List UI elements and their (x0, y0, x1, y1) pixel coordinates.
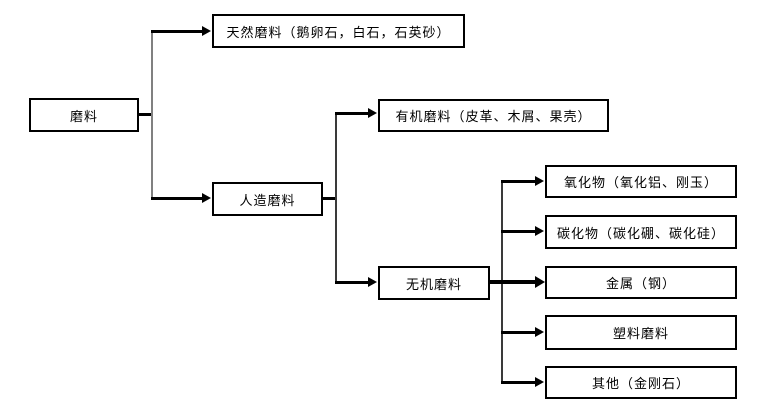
node-plastic: 塑料磨料 (545, 315, 737, 350)
connector-inorganic-to-plastic (501, 327, 544, 337)
connector-inorganic-to-oxide (501, 176, 544, 186)
node-inorganic-abrasive-label: 无机磨料 (405, 276, 462, 292)
node-oxide-label: 氧化物（氧化铝、刚玉） (563, 175, 718, 190)
node-metal: 金属（钢） (545, 266, 737, 299)
node-other: 其他（金刚石） (545, 366, 737, 399)
node-natural-abrasive: 天然磨料（鹅卵石，白石，石英砂） (212, 14, 465, 48)
node-abrasive-root-label: 磨料 (69, 108, 98, 124)
node-organic-abrasive: 有机磨料（皮革、木屑、果壳） (378, 99, 609, 132)
node-metal-label: 金属（钢） (605, 276, 676, 291)
node-organic-abrasive-label: 有机磨料（皮革、木屑、果壳） (395, 109, 592, 124)
node-carbide-label: 碳化物（碳化硼、碳化硅） (556, 225, 725, 241)
node-other-label: 其他（金刚石） (591, 376, 690, 391)
connector-inorganic-to-metal (490, 276, 545, 288)
connector-root-stub (139, 113, 153, 116)
connector-inorganic-to-carbide (501, 226, 544, 236)
node-carbide: 碳化物（碳化硼、碳化硅） (545, 215, 737, 249)
node-natural-abrasive-label: 天然磨料（鹅卵石，白石，石英砂） (226, 24, 451, 40)
connector-artificial-vertical (335, 112, 337, 284)
connector-root-vertical (151, 30, 153, 199)
connector-root-to-artificial (151, 193, 211, 203)
node-artificial-abrasive: 人造磨料 (212, 182, 323, 216)
node-inorganic-abrasive: 无机磨料 (378, 266, 490, 300)
node-abrasive-root: 磨料 (29, 98, 139, 132)
node-artificial-abrasive-label: 人造磨料 (239, 192, 296, 208)
node-oxide: 氧化物（氧化铝、刚玉） (545, 165, 737, 198)
connector-artificial-stub (323, 197, 337, 200)
connector-inorganic-to-other (501, 377, 544, 387)
connector-root-to-natural (151, 26, 211, 36)
connector-artificial-to-organic (335, 108, 377, 118)
connector-artificial-to-inorganic (335, 277, 377, 287)
node-plastic-label: 塑料磨料 (612, 326, 669, 341)
